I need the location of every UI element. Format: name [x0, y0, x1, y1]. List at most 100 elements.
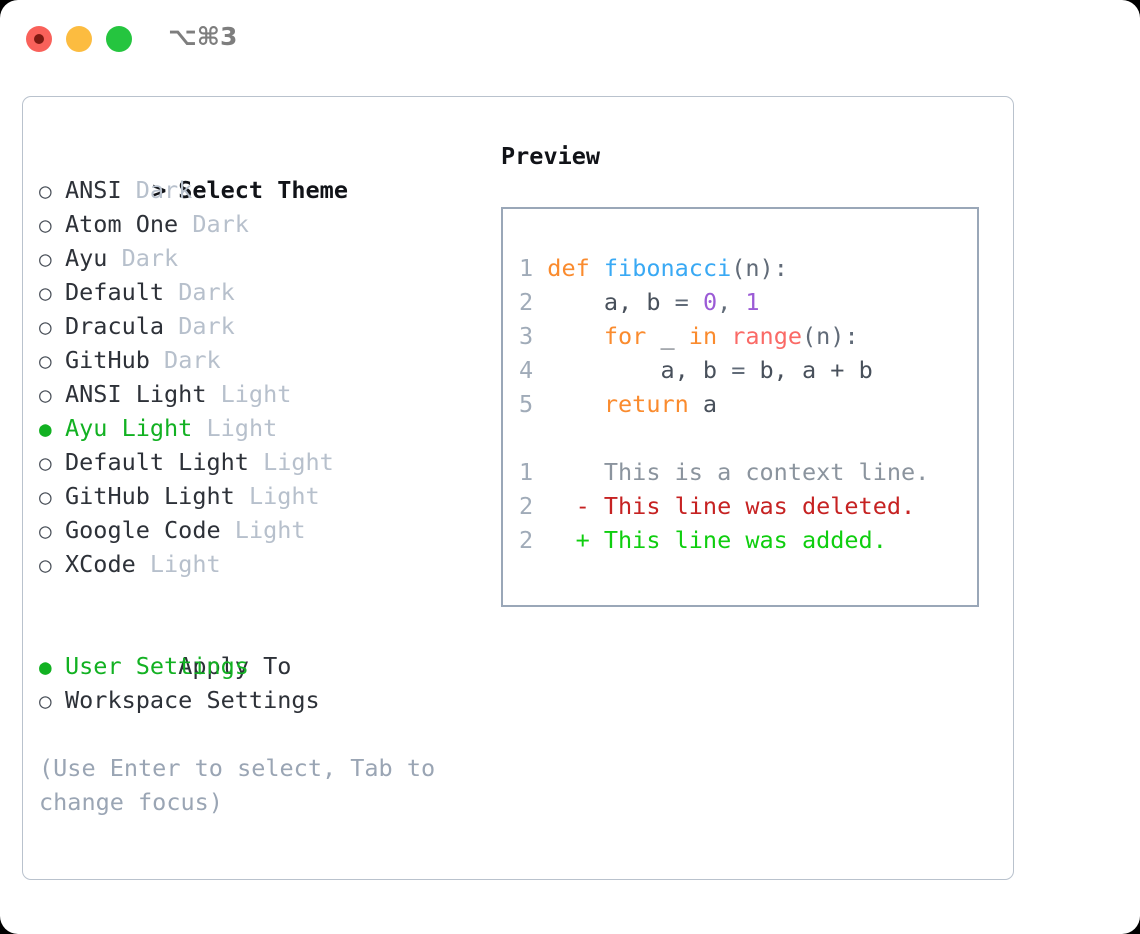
maximize-button[interactable] — [106, 26, 132, 52]
apply-to-option-user-settings[interactable]: ●User Settings — [39, 649, 479, 683]
diff-sign: - — [547, 492, 604, 520]
code-token: range — [731, 322, 802, 350]
code-token — [547, 390, 604, 418]
radio-unselected-icon: ○ — [39, 179, 52, 203]
theme-gap — [192, 414, 206, 442]
radio-unselected-icon: ○ — [39, 451, 52, 475]
radio-unselected-icon: ○ — [39, 519, 52, 543]
code-token: a, b — [547, 288, 675, 316]
line-number: 2 — [519, 288, 548, 316]
theme-name: Atom One — [65, 210, 179, 238]
list-spacer — [39, 581, 479, 615]
radio-unselected-icon: ○ — [39, 349, 52, 373]
title-bar: ⌥⌘3 — [0, 0, 1140, 78]
theme-option-ansi-light[interactable]: ○ ANSI Light Light — [39, 377, 479, 411]
line-number: 1 — [519, 254, 548, 282]
radio-unselected-icon: ○ — [39, 689, 52, 713]
theme-option-default-light[interactable]: ○Default Light Light — [39, 445, 479, 479]
theme-gap — [206, 380, 220, 408]
theme-gap — [221, 516, 235, 544]
theme-option-default[interactable]: ○Default Dark — [39, 275, 479, 309]
theme-variant-tag: Dark — [164, 346, 221, 374]
theme-option-ayu[interactable]: ○Ayu Dark — [39, 241, 479, 275]
diff-sign: + — [547, 526, 604, 554]
theme-gap — [150, 346, 164, 374]
theme-list-panel: >Select Theme ○ANSI Dark○Atom One Dark○A… — [39, 139, 479, 819]
theme-gap — [178, 210, 192, 238]
preview-title: Preview — [501, 142, 601, 170]
diff-text: This line was added. — [603, 526, 887, 554]
code-line: 4 a, b = b, a + b — [519, 353, 929, 387]
theme-variant-tag: Dark — [192, 210, 249, 238]
theme-option-ansi[interactable]: ○ANSI Dark — [39, 173, 479, 207]
line-number: 3 — [519, 322, 548, 350]
theme-name: Dracula — [65, 312, 165, 340]
theme-gap — [235, 482, 249, 510]
code-token: def — [547, 254, 590, 282]
close-button[interactable] — [26, 26, 52, 52]
line-number: 5 — [519, 390, 548, 418]
code-token — [590, 254, 604, 282]
theme-option-google-code[interactable]: ○Google Code Light — [39, 513, 479, 547]
theme-gap — [249, 448, 263, 476]
theme-variant-tag: Light — [263, 448, 334, 476]
diff-text: This line was deleted. — [603, 492, 916, 520]
keyboard-hint-text: (Use Enter to select, Tab to change focu… — [39, 754, 436, 816]
theme-name: ANSI Light — [65, 380, 207, 408]
select-theme-header: >Select Theme — [39, 139, 479, 204]
apply-to-header: ○Apply To — [39, 615, 479, 680]
theme-variant-tag: Light — [206, 414, 278, 442]
theme-variant-tag: Dark — [178, 312, 235, 340]
code-token: 1 — [745, 288, 760, 316]
theme-variant-tag: Light — [248, 482, 320, 510]
code-token: b, a + b — [759, 356, 873, 384]
theme-gap — [164, 278, 178, 306]
theme-option-xcode[interactable]: ○XCode Light — [39, 547, 479, 581]
close-icon — [34, 34, 44, 44]
theme-name: Default — [65, 278, 165, 306]
code-token: (n): — [731, 254, 788, 282]
select-theme-label: Select Theme — [178, 176, 348, 204]
theme-option-github-light[interactable]: ○GitHub Light Light — [39, 479, 479, 513]
theme-variant-tag: Light — [220, 380, 292, 408]
theme-option-ayu-light[interactable]: ● Ayu Light Light — [39, 411, 479, 445]
theme-gap — [136, 550, 150, 578]
code-token: return — [603, 390, 689, 418]
code-token — [717, 322, 731, 350]
code-token: (n): — [802, 322, 859, 350]
diff-line: 2 + This line was added. — [519, 523, 929, 557]
preview-section-gap — [519, 421, 929, 455]
code-token: fibonacci — [603, 254, 732, 282]
diff-line: 1 This is a context line. — [519, 455, 929, 489]
theme-option-github[interactable]: ○GitHub Dark — [39, 343, 479, 377]
apply-to-option-workspace-settings[interactable]: ○Workspace Settings — [39, 683, 479, 717]
line-number: 2 — [519, 526, 548, 554]
theme-name: Ayu Light — [65, 414, 193, 442]
code-token: a — [688, 390, 718, 418]
theme-variant-tag: Dark — [178, 278, 235, 306]
radio-unselected-icon: ○ — [39, 383, 52, 407]
code-line: 2 a, b = 0, 1 — [519, 285, 929, 319]
theme-option-atom-one[interactable]: ○Atom One Dark — [39, 207, 479, 241]
diff-text: This is a context line. — [603, 458, 930, 486]
radio-unselected-icon: ○ — [39, 247, 52, 271]
code-token: = — [674, 288, 703, 316]
theme-option-dracula[interactable]: ○ Dracula Dark — [39, 309, 479, 343]
apply-to-option-label: User Settings — [65, 652, 249, 680]
code-token: 0 — [702, 288, 718, 316]
radio-unselected-icon: ○ — [39, 485, 52, 509]
line-number: 1 — [519, 458, 548, 486]
diff-line: 2 - This line was deleted. — [519, 489, 929, 523]
line-number: 2 — [519, 492, 548, 520]
line-number: 4 — [519, 356, 548, 384]
radio-unselected-icon: ○ — [39, 315, 52, 339]
minimize-button[interactable] — [66, 26, 92, 52]
theme-gap — [122, 176, 136, 204]
radio-selected-icon: ● — [39, 417, 52, 441]
code-line: 1 def fibonacci(n): — [519, 251, 929, 285]
code-line: 5 return a — [519, 387, 929, 421]
apply-to-label: Apply To — [178, 652, 292, 680]
code-line: 3 for _ in range(n): — [519, 319, 929, 353]
keyboard-shortcut-label: ⌥⌘3 — [168, 22, 238, 51]
